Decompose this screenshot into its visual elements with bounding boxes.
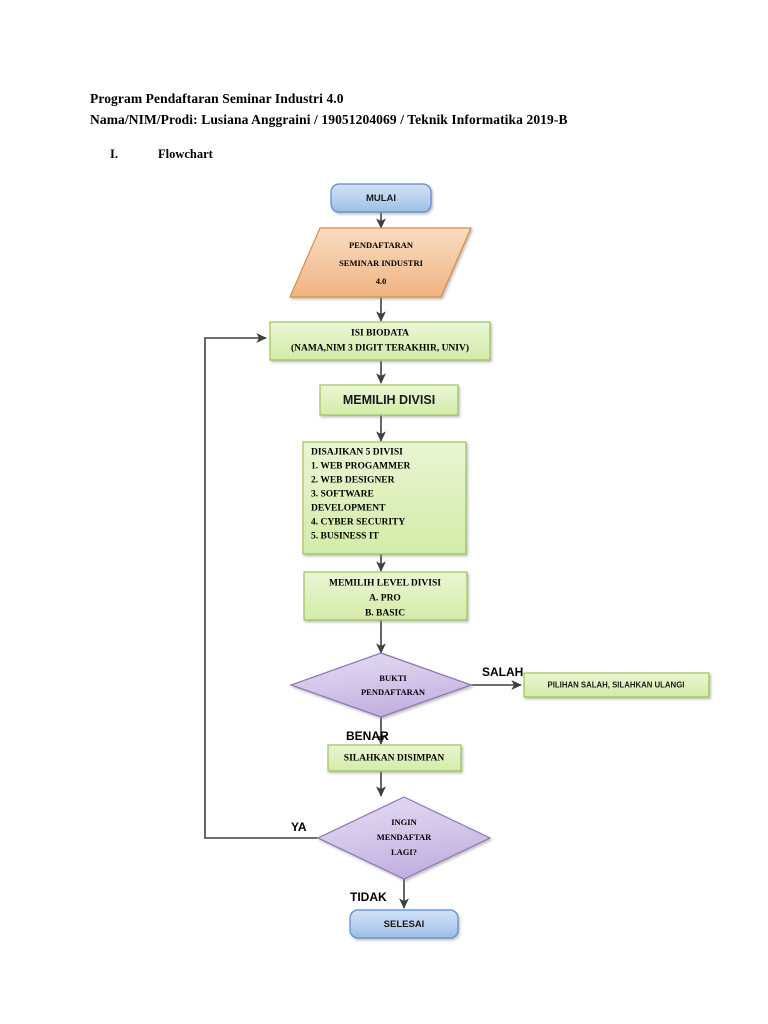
register-again-line-3: LAGI? [391, 847, 417, 857]
fill-biodata-line-2: (NAMA,NIM 3 DIGIT TERAKHIR, UNIV) [291, 343, 469, 354]
division-list-line-1: DISAJIKAN 5 DIVISI [311, 448, 403, 458]
start-shape [330, 183, 432, 213]
save-it-shape [327, 744, 462, 772]
edge-label-ya: YA [291, 820, 307, 834]
node-division-list[interactable]: DISAJIKAN 5 DIVISI 1. WEB PROGAMMER 2. W… [302, 441, 467, 555]
wrong-choice-label: PILIHAN SALAH, SILAHKAN ULANGI [548, 681, 685, 690]
input-registration-line-3: 4.0 [376, 276, 387, 286]
node-save-it[interactable]: SILAHKAN DISIMPAN [327, 744, 462, 772]
node-start[interactable]: MULAI [330, 183, 432, 213]
node-register-again[interactable]: INGIN MENDAFTAR LAGI? [316, 796, 492, 880]
node-choose-division[interactable]: MEMILIH DIVISI [319, 384, 459, 416]
division-list-line-3: 2. WEB DESIGNER [311, 476, 395, 486]
fill-biodata-line-1: ISI BIODATA [351, 329, 409, 339]
section-label: Flowchart [158, 147, 213, 161]
choose-level-line-1: MEMILIH LEVEL DIVISI [329, 579, 441, 589]
start-label: MULAI [366, 193, 396, 204]
choose-level-shape [303, 571, 468, 621]
register-again-line-1: INGIN [391, 817, 417, 827]
register-again-line-2: MENDAFTAR [377, 832, 432, 842]
choose-level-line-3: B. BASIC [365, 609, 405, 619]
section-number: I. [110, 147, 118, 161]
node-proof-decision[interactable]: BUKTI PENDAFTARAN [289, 652, 473, 718]
edge-again-loop-to-biodata [204, 333, 318, 839]
wrong-choice-shape [523, 672, 710, 698]
choose-division-label: MEMILIH DIVISI [343, 393, 435, 407]
input-registration-shape [289, 227, 472, 298]
node-end[interactable]: SELESAI [349, 909, 459, 939]
node-fill-biodata[interactable]: ISI BIODATA (NAMA,NIM 3 DIGIT TERAKHIR, … [269, 321, 491, 361]
end-label: SELESAI [384, 919, 425, 930]
division-list-line-2: 1. WEB PROGAMMER [311, 462, 410, 472]
proof-decision-line-2: PENDAFTARAN [361, 687, 426, 697]
input-registration-line-1: PENDAFTARAN [349, 240, 414, 250]
choose-division-shape [319, 384, 459, 416]
document-title-line-1: Program Pendaftaran Seminar Industri 4.0 [90, 91, 344, 106]
division-list-line-4: 3. SOFTWARE [311, 490, 374, 500]
node-wrong-choice[interactable]: PILIHAN SALAH, SILAHKAN ULANGI [523, 672, 710, 698]
edge-label-benar: BENAR [346, 729, 389, 743]
division-list-line-7: 5. BUSINESS IT [311, 532, 380, 542]
edge-label-salah: SALAH [482, 665, 523, 679]
input-registration-line-2: SEMINAR INDUSTRI [339, 258, 424, 268]
proof-decision-line-1: BUKTI [379, 673, 407, 683]
node-choose-level[interactable]: MEMILIH LEVEL DIVISI A. PRO B. BASIC [303, 571, 468, 621]
division-list-line-5: DEVELOPMENT [311, 504, 386, 514]
document-title-line-2: Nama/NIM/Prodi: Lusiana Anggraini / 1905… [90, 112, 568, 127]
node-input-registration[interactable]: PENDAFTARAN SEMINAR INDUSTRI 4.0 [289, 227, 472, 298]
fill-biodata-shape [269, 321, 491, 361]
register-again-shape [316, 796, 492, 880]
proof-decision-shape [289, 652, 473, 718]
edge-label-tidak: TIDAK [350, 890, 387, 904]
division-list-shape [302, 441, 467, 555]
division-list-line-6: 4. CYBER SECURITY [311, 518, 405, 528]
connector-group [204, 212, 522, 909]
save-it-label: SILAHKAN DISIMPAN [344, 754, 445, 764]
choose-level-line-2: A. PRO [369, 594, 401, 604]
end-shape [349, 909, 459, 939]
